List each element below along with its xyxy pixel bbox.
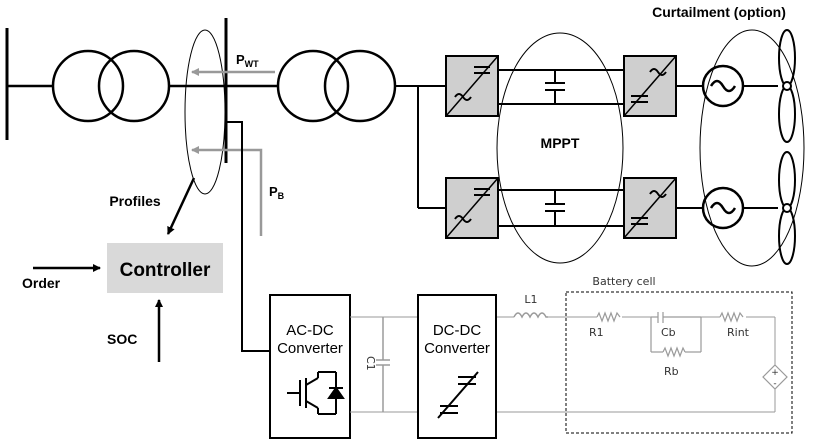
grid-busbar xyxy=(5,28,54,140)
wind-rotor-1 xyxy=(778,29,796,143)
svg-text:+: + xyxy=(771,368,779,378)
generator-1 xyxy=(701,64,745,108)
acdc-label-line2: Converter xyxy=(277,340,343,357)
dependent-voltage-source: + - xyxy=(762,364,788,390)
dc-link-capacitor-2 xyxy=(545,190,565,226)
mppt-label: MPPT xyxy=(541,135,580,151)
battery-cell-label: Battery cell xyxy=(592,275,655,288)
controller-label: Controller xyxy=(120,260,211,281)
l1-inductor xyxy=(513,312,548,319)
acdc-converter-box xyxy=(269,294,351,439)
wind-transformer xyxy=(276,49,397,123)
dcdc-symbol-icon xyxy=(437,371,479,419)
dcdc-converter-box xyxy=(417,294,497,439)
dcdc-label-line2: Converter xyxy=(424,340,490,357)
pwt-label: PWT xyxy=(236,52,259,69)
cb-rb-parallel xyxy=(650,312,702,358)
generator-side-converter-2 xyxy=(623,177,677,239)
pb-label: PB xyxy=(269,184,285,201)
controller-box xyxy=(107,243,223,293)
cb-label: Cb xyxy=(661,326,676,339)
grid-side-converter-2 xyxy=(445,177,499,239)
battery-cell-box xyxy=(565,291,793,434)
c1-label: C1 xyxy=(364,356,377,371)
mppt-ellipse xyxy=(496,32,624,264)
c1-capacitor xyxy=(376,317,390,412)
curtailment-ellipse xyxy=(699,29,805,267)
rint-label: Rint xyxy=(727,326,750,339)
soc-label: SOC xyxy=(107,331,137,347)
grid-transformer xyxy=(51,49,171,123)
battery-feeder-line xyxy=(226,121,270,352)
generator-2 xyxy=(701,186,745,230)
rb-label: Rb xyxy=(664,365,679,378)
igbt-icon xyxy=(287,371,345,415)
r1-resistor xyxy=(596,311,621,323)
order-label: Order xyxy=(22,275,61,291)
dc-bus-wires xyxy=(350,316,776,413)
rint-resistor xyxy=(719,311,744,323)
measurement-ellipse xyxy=(184,29,226,195)
pb-arrow xyxy=(191,146,263,236)
r1-label: R1 xyxy=(589,326,604,339)
grid-side-converter-1 xyxy=(445,55,499,117)
generator-side-converter-1 xyxy=(623,55,677,117)
wind-rotor-2 xyxy=(778,151,796,265)
l1-label: L1 xyxy=(524,293,537,306)
dcdc-label-line1: DC-DC xyxy=(433,322,481,339)
profiles-arrow xyxy=(166,177,196,235)
svg-text:-: - xyxy=(773,379,776,389)
profiles-label: Profiles xyxy=(109,193,161,209)
acdc-label-line1: AC-DC xyxy=(286,322,334,339)
curtailment-label: Curtailment (option) xyxy=(652,4,786,20)
dc-link-capacitor-1 xyxy=(545,70,565,104)
